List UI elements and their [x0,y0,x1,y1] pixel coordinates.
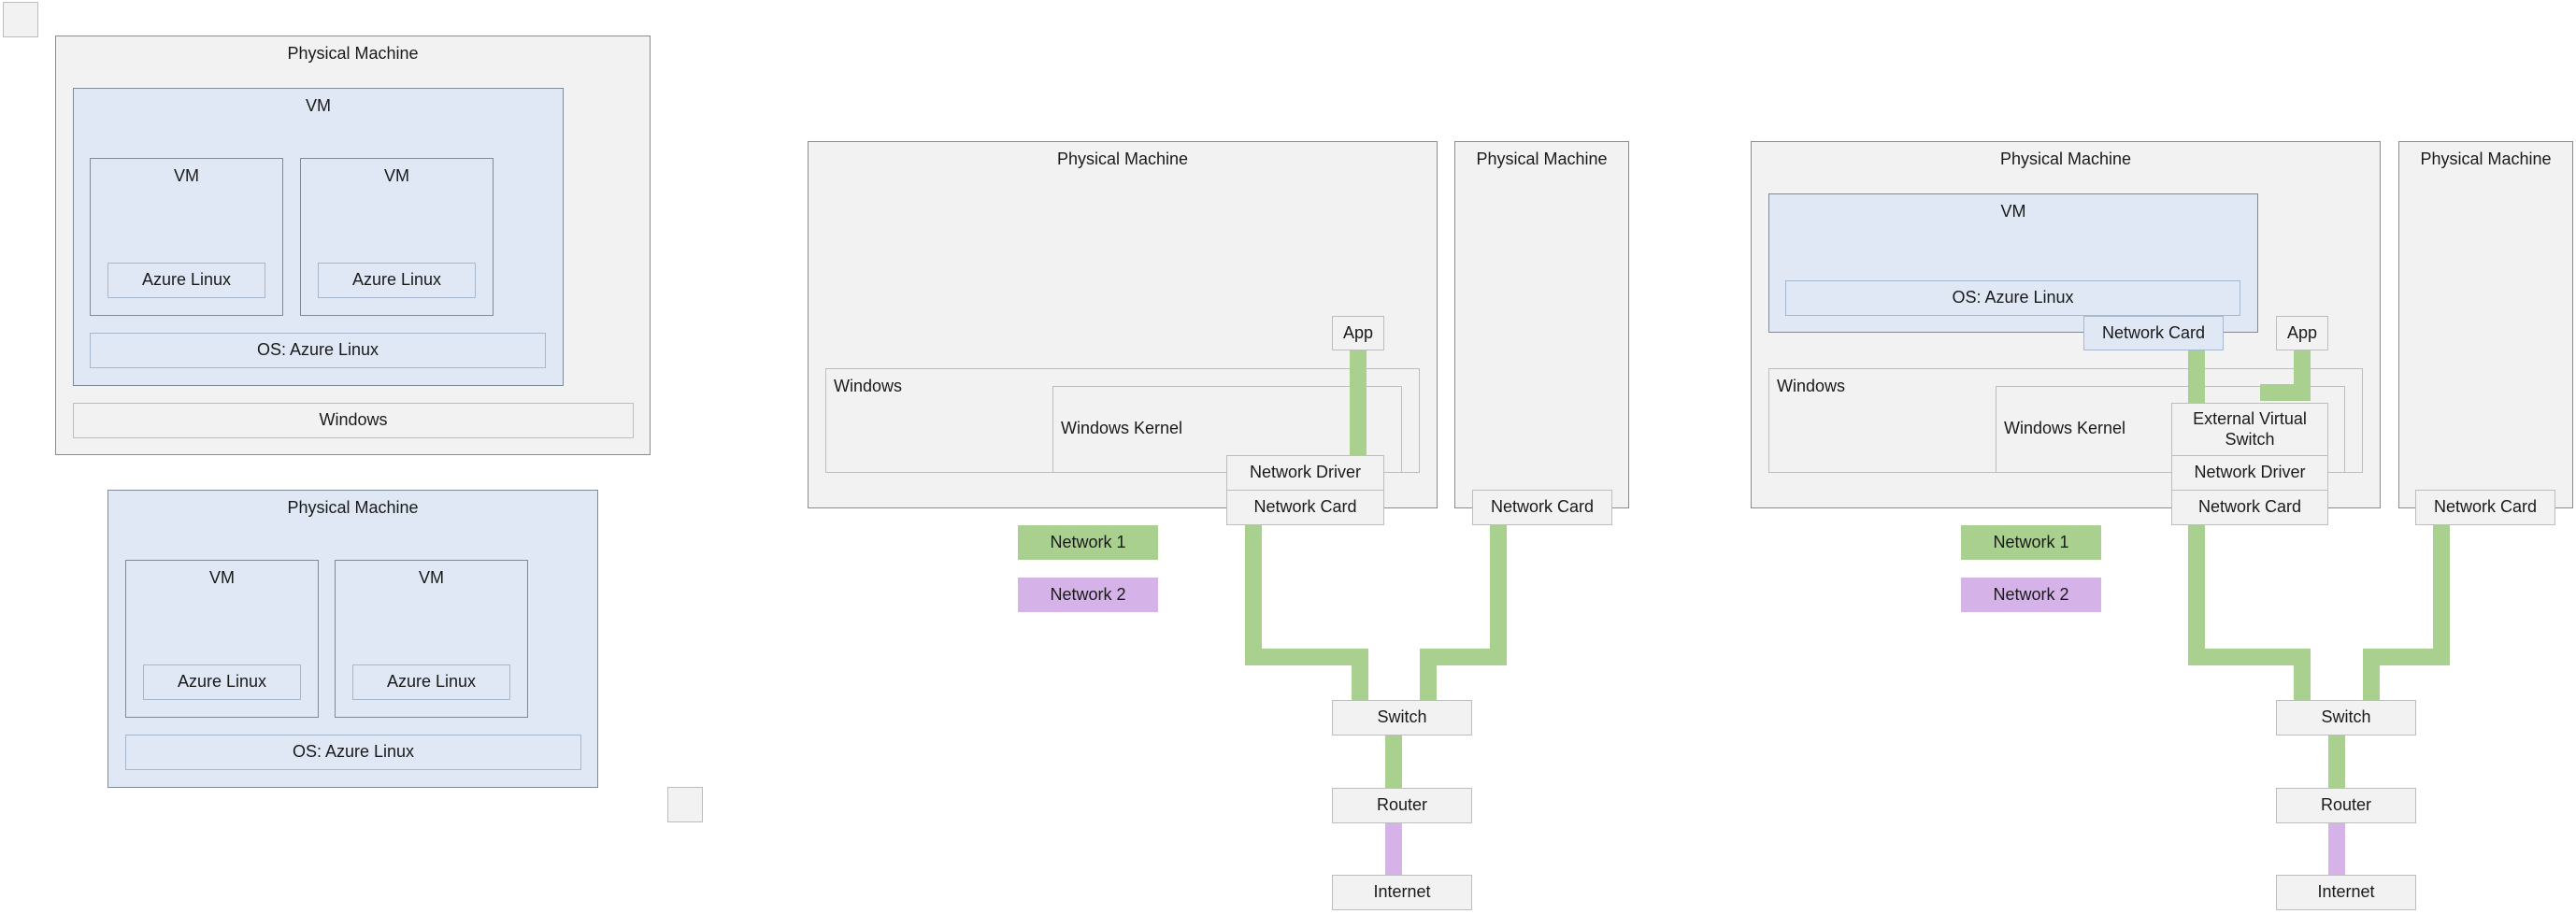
r-internet: Internet [2276,875,2416,910]
r-vm-os: OS: Azure Linux [1785,280,2240,316]
r-network-driver: Network Driver [2171,455,2328,491]
r-vm-network-card: Network Card [2083,316,2224,350]
r-network-card-side: Network Card [2415,490,2555,525]
m-legend-network-1: Network 1 [1018,525,1158,560]
m-physical-machine-main-label: Physical Machine [1056,150,1189,168]
m-internet: Internet [1332,875,1472,910]
bl-host-os: OS: Azure Linux [125,735,581,770]
bl-vm-1-label: VM [209,568,235,587]
r-link-card-to-switch-left [2188,525,2311,700]
m-app: App [1332,316,1384,350]
m-network-card-main: Network Card [1226,490,1384,525]
r-physical-machine-side-label: Physical Machine [2420,150,2552,168]
r-legend-network-2: Network 2 [1961,578,2101,612]
tl-outer-vm-label: VM [306,96,331,115]
r-link-card-to-switch-right [2363,525,2450,700]
tl-nested-vm-1-os: Azure Linux [107,263,265,298]
r-app: App [2276,316,2328,350]
r-physical-machine-main-label: Physical Machine [1999,150,2132,168]
m-windows-label: Windows [834,377,903,395]
r-windows-kernel-label: Windows Kernel [2004,419,2126,437]
bl-vm-2-os: Azure Linux [352,664,510,700]
m-physical-machine-side: Physical Machine [1454,141,1629,508]
r-legend-network-1: Network 1 [1961,525,2101,560]
r-switch: Switch [2276,700,2416,735]
m-router: Router [1332,788,1472,823]
r-router: Router [2276,788,2416,823]
tl-nested-vm-2-label: VM [384,166,409,185]
m-network-card-side: Network Card [1472,490,1612,525]
m-link-card-to-switch-right [1420,525,1507,700]
tl-windows: Windows [73,403,634,438]
tl-nested-vm-1-label: VM [174,166,199,185]
r-physical-machine-side: Physical Machine [2398,141,2573,508]
bl-physical-machine-label: Physical Machine [287,498,419,517]
m-windows-kernel-label: Windows Kernel [1061,419,1183,437]
m-network-driver: Network Driver [1226,455,1384,491]
r-windows-label: Windows [1777,377,1846,395]
m-switch: Switch [1332,700,1472,735]
m-legend-network-2: Network 2 [1018,578,1158,612]
tl-nested-vm-2-os: Azure Linux [318,263,476,298]
tl-physical-machine-label: Physical Machine [287,44,419,63]
r-vm-label: VM [2000,202,2026,221]
placeholder-square-middle [667,787,703,822]
placeholder-square-top-left [3,2,38,37]
bl-vm-2-label: VM [419,568,444,587]
r-network-card-main: Network Card [2171,490,2328,525]
r-external-virtual-switch: External Virtual Switch [2171,403,2328,456]
bl-vm-1-os: Azure Linux [143,664,301,700]
m-link-card-to-switch-left [1245,525,1368,700]
m-physical-machine-side-label: Physical Machine [1476,150,1608,168]
tl-host-os: OS: Azure Linux [90,333,546,368]
